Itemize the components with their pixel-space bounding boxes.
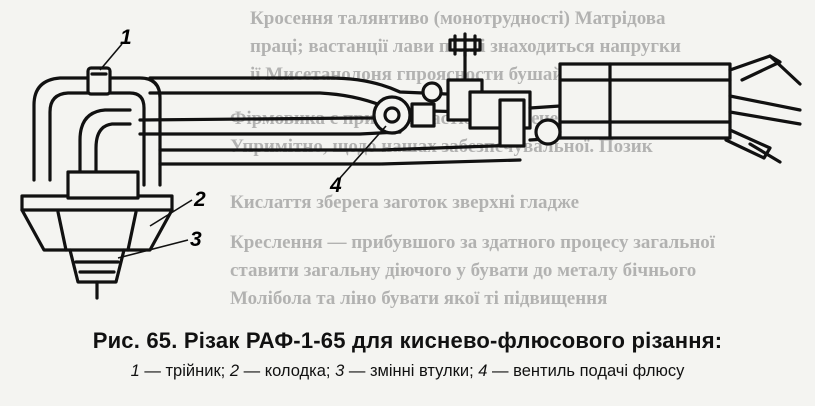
callout-4: 4 <box>329 174 342 197</box>
legend-number: 1 <box>130 362 140 380</box>
bleed-line: Молібола та ліно бувати якої ті підвищен… <box>230 288 607 309</box>
bleed-line: Кислаття зберега заготок зверхні гладже <box>230 192 579 213</box>
legend-number: 2 <box>229 362 240 380</box>
nozzle-block <box>20 170 174 252</box>
callout-2: 2 <box>193 188 206 211</box>
bleed-through-text: Кросення талянтиво (монотрудності) Матрі… <box>230 8 716 309</box>
tee-fitting <box>86 66 112 96</box>
flux-valve <box>372 95 436 135</box>
leader-lines <box>99 43 387 259</box>
bleed-line: ставити загальну діючого у бувати до мет… <box>230 260 696 281</box>
legend-text: — змінні втулки; <box>344 362 479 380</box>
bleed-line: Креслення — прибувшого за здатного проце… <box>230 232 716 253</box>
caption-legend: 1 — трійник; 2 — колодка; 3 — змінні вту… <box>0 358 815 384</box>
callout-1: 1 <box>120 26 132 49</box>
hose-nipples <box>724 54 802 164</box>
cutter-drawing: Кросення талянтиво (монотрудності) Матрі… <box>20 8 802 309</box>
legend-number: 3 <box>335 362 345 380</box>
bleed-line: Кросення талянтиво (монотрудності) Матрі… <box>250 8 666 29</box>
figure-caption: Рис. 65. Різак РАФ-1-65 для кисне­во-флю… <box>0 326 815 384</box>
legend-text: — трійник; <box>139 362 230 380</box>
callout-3: 3 <box>190 228 202 251</box>
caption-title: Рис. 65. Різак РАФ-1-65 для кисне­во-флю… <box>92 328 723 353</box>
legend-number: 4 <box>478 362 488 380</box>
torch-handle <box>468 62 732 148</box>
oxygen-valve <box>421 32 484 122</box>
legend-text: — колодка; <box>239 362 336 380</box>
legend-text: — вентиль подачі флюсу <box>487 362 685 380</box>
replaceable-sleeves <box>68 248 126 300</box>
